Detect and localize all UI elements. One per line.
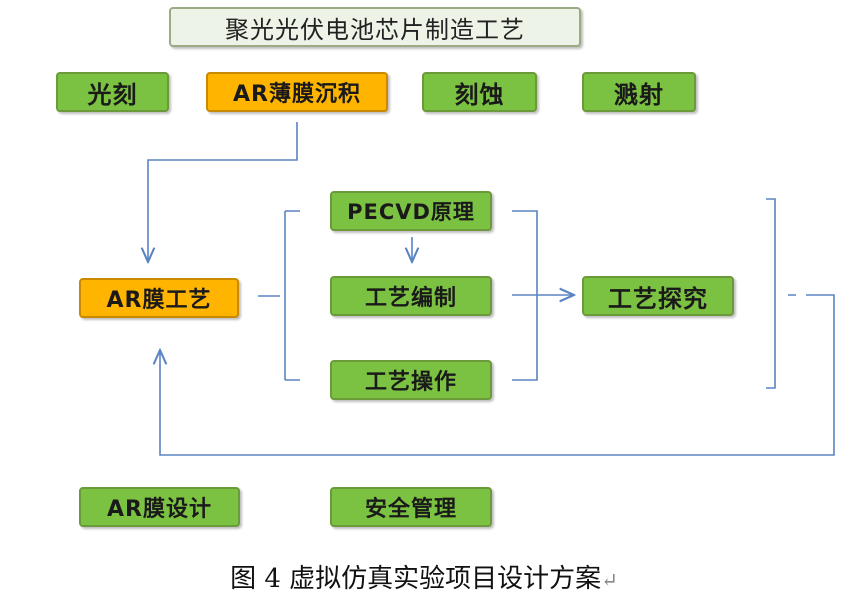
process-sputtering: 溅射	[582, 72, 696, 112]
explore-bracket	[766, 198, 776, 389]
figure-caption: 图 4 虚拟仿真实验项目设计方案↵	[0, 558, 848, 595]
process-exploration: 工艺探究	[582, 276, 734, 316]
ar-film-process: AR膜工艺	[79, 278, 239, 318]
arrow-deposition-to-ar-process	[148, 122, 298, 262]
return-mark: ↵	[601, 568, 618, 592]
page-title: 聚光光伏电池芯片制造工艺	[169, 7, 581, 47]
left-brace	[258, 210, 300, 381]
feedback-loop	[160, 294, 835, 456]
process-ar-deposition: AR薄膜沉积	[206, 72, 388, 112]
ar-film-design: AR膜设计	[79, 487, 240, 527]
safety-management: 安全管理	[330, 487, 492, 527]
process-lithography: 光刻	[56, 72, 169, 112]
step-pecvd-principle: PECVD原理	[330, 191, 492, 231]
step-process-compile: 工艺编制	[330, 276, 492, 316]
process-etching: 刻蚀	[422, 72, 537, 112]
step-process-operation: 工艺操作	[330, 360, 492, 400]
caption-text: 图 4 虚拟仿真实验项目设计方案	[230, 564, 602, 594]
